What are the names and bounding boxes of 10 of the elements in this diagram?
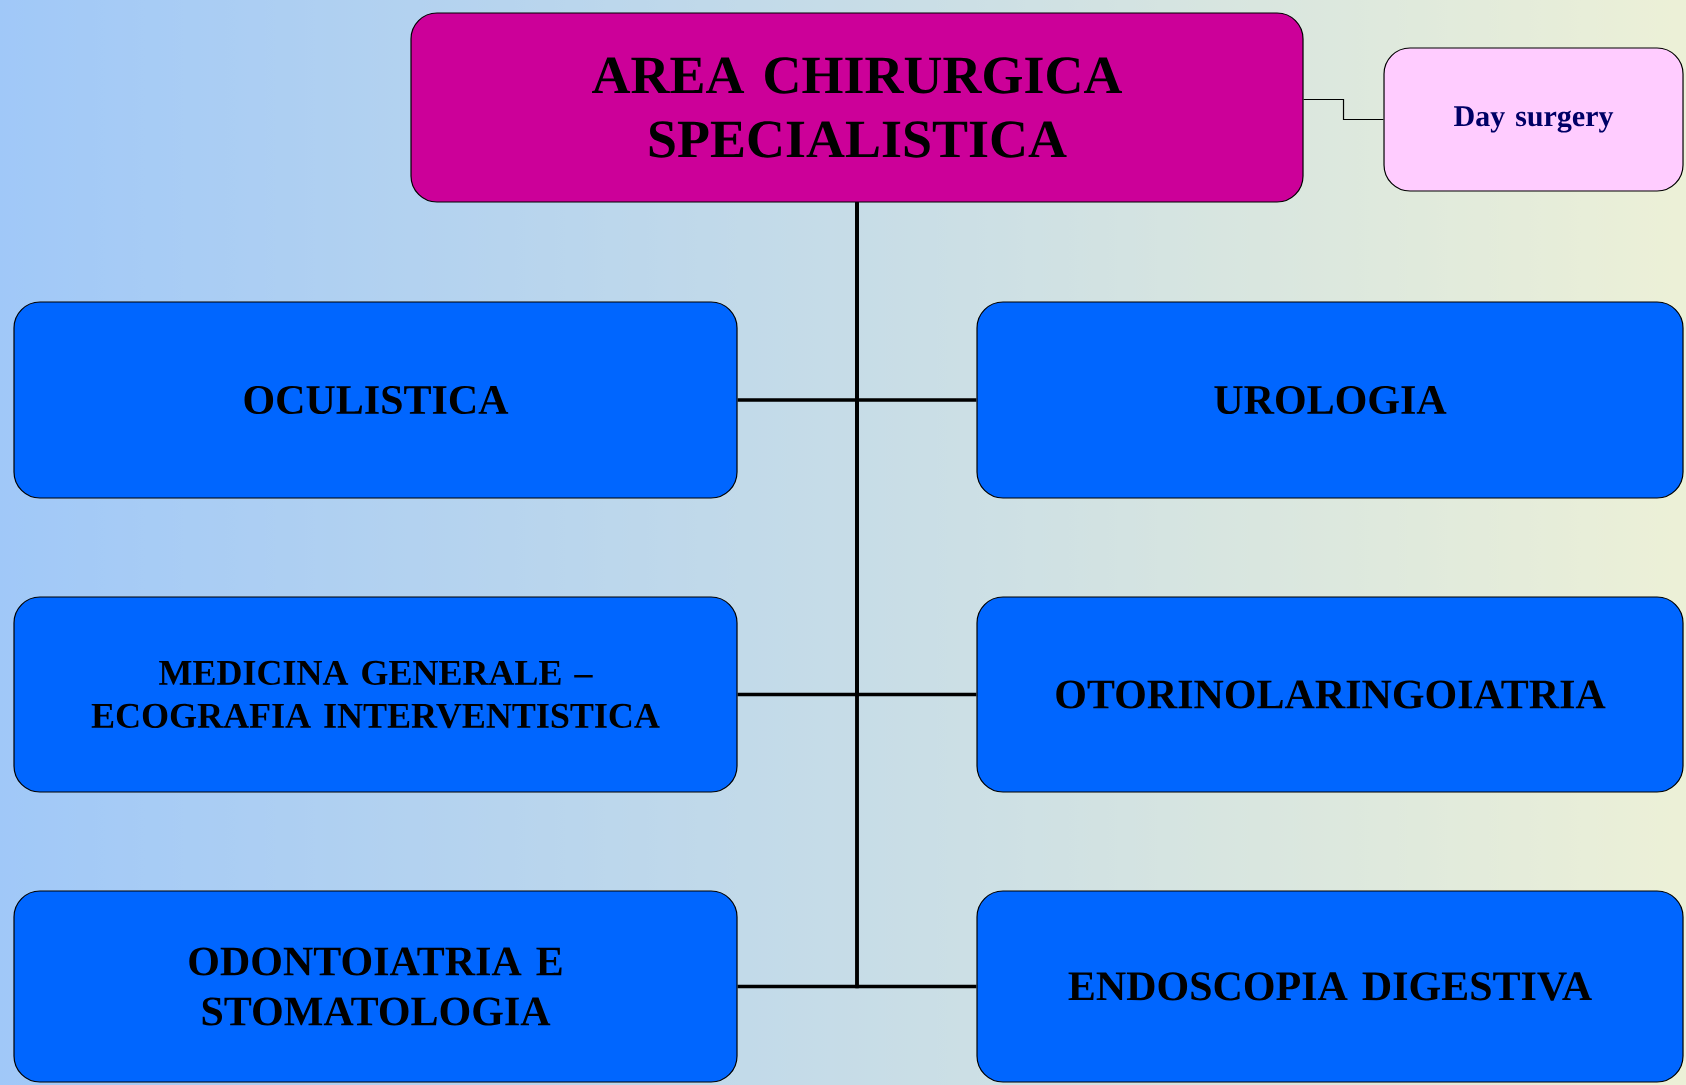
department-box: ENDOSCOPIA DIGESTIVA <box>976 890 1684 1083</box>
side-box: Day surgery <box>1383 47 1684 192</box>
department-box: ODONTOIATRIA E STOMATOLOGIA <box>13 890 738 1083</box>
department-box: OTORINOLARINGOIATRIA <box>976 596 1684 793</box>
connector-line <box>855 202 977 989</box>
department-box: MEDICINA GENERALE – ECOGRAFIA INTERVENTISTICA <box>13 596 738 793</box>
connector-line <box>1303 98 1384 121</box>
heading-box: AREA CHIRURGICA SPECIALISTICA <box>410 12 1304 203</box>
department-box: OCULISTICA <box>13 301 738 499</box>
department-box: UROLOGIA <box>976 301 1684 499</box>
